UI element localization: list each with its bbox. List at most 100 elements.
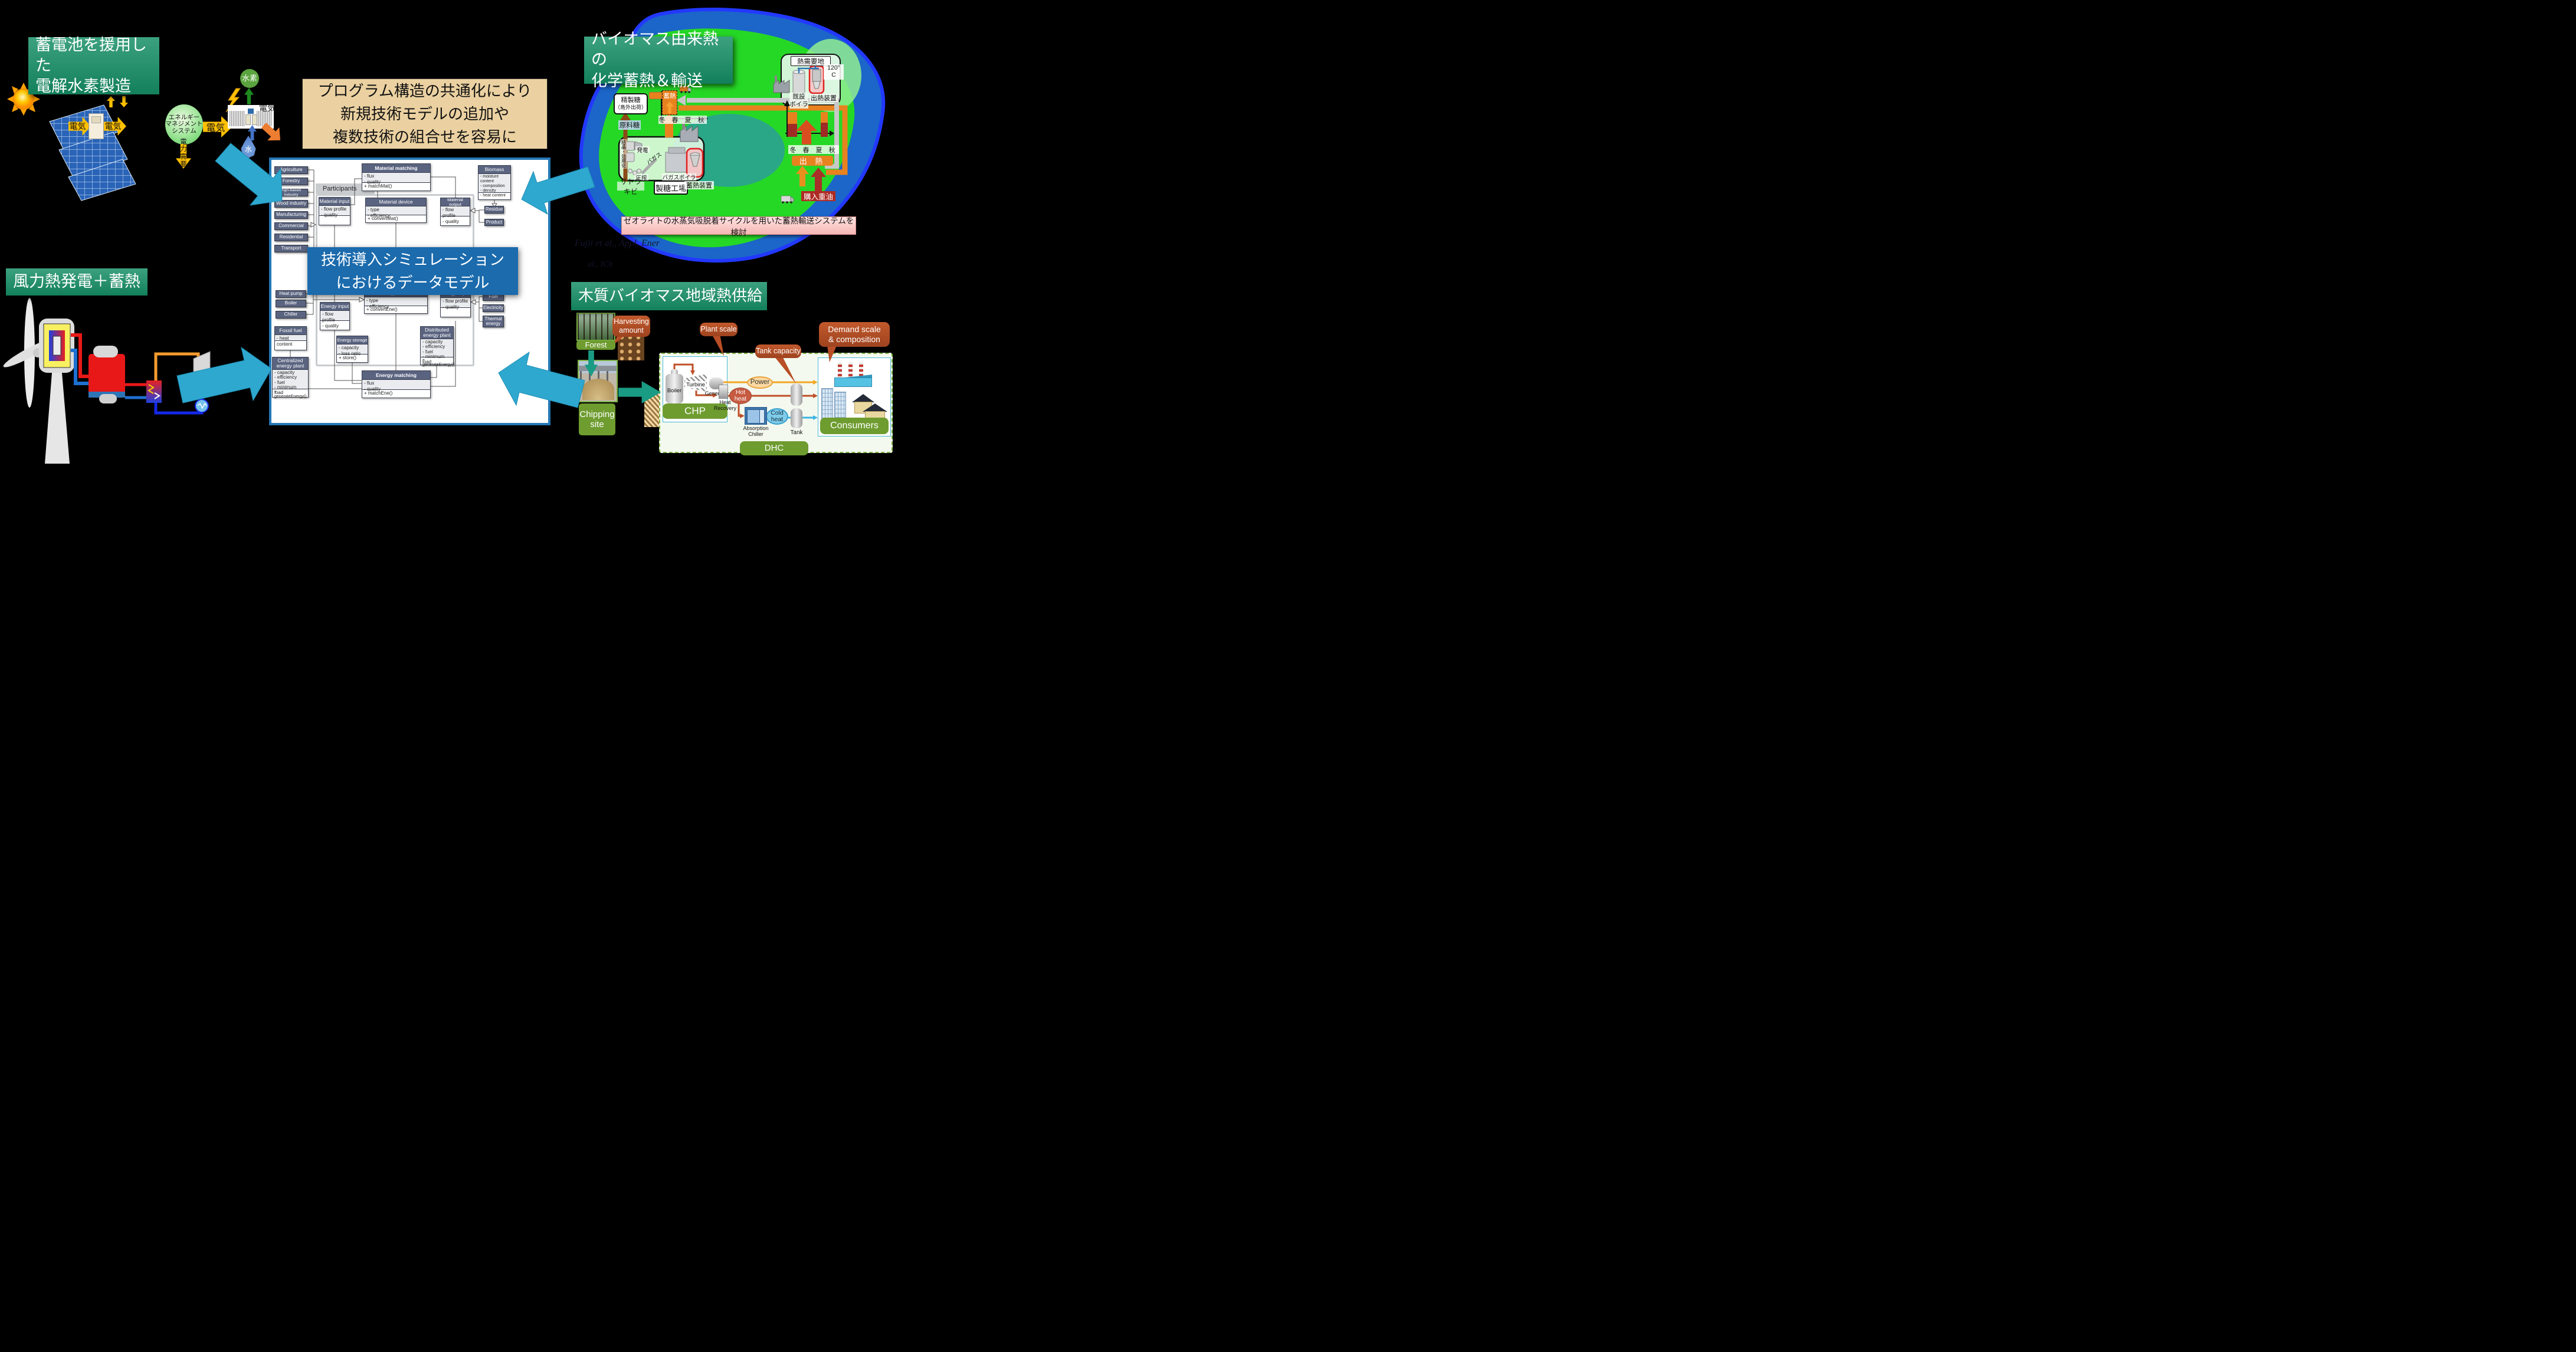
class-title: Material input (319, 198, 350, 205)
class-title: Energy input (320, 303, 349, 310)
sector-manufacturing: Manufacturing (274, 211, 308, 219)
forest-photo (576, 313, 615, 341)
sector-wood-industry: Wood industry (274, 200, 308, 208)
existing-boiler-l1: 既設 (792, 93, 805, 101)
header-wood-text: 木質バイオマス地域熱供給 (578, 287, 763, 305)
uml-class-residue: Residue (484, 206, 504, 214)
chipping-l2: site (590, 419, 604, 429)
note-line1: プログラム構造の共通化により (317, 81, 532, 100)
class-attrs: - flow profile- quality (441, 297, 470, 310)
logs-photo (618, 334, 644, 360)
tank-capacity-callout: Tank capacity (755, 344, 801, 358)
attr: - fuel (274, 379, 285, 385)
class-title: Energy storage (337, 336, 368, 344)
dhc-text: DHC (764, 443, 784, 454)
uml-class-thermal-energy: Thermal energy (483, 316, 504, 327)
attr: - capacity (274, 370, 295, 375)
uml-class-product: Product (484, 219, 504, 226)
class-attrs: - moisture content- composition- density… (479, 173, 510, 198)
class-attrs: - type- efficiency (366, 206, 426, 218)
class-attrs: - flux- quality (362, 379, 430, 392)
attr: - quality (321, 212, 338, 218)
heat-storage-label: 蓄熱 (663, 92, 676, 100)
electricity-arrow-2: 電気 (104, 117, 126, 136)
uml-class-material-device: Material device - type- efficiency + con… (365, 198, 427, 223)
attr: - type (366, 298, 379, 303)
bagasse-boiler-label: バガスボイラ (662, 173, 696, 181)
class-title: Material device (366, 198, 426, 206)
class-attrs: - heat content (275, 334, 306, 347)
uml-class-distributed-energy-plant: Distributed energy plant - capacity- eff… (420, 326, 454, 367)
attr: - heat content (277, 336, 293, 347)
hot-l1: Hot (735, 388, 746, 396)
wind-turbine-diagram (3, 298, 211, 464)
class-attrs: - flux- quality (362, 172, 430, 185)
temperature-label: 120°C (824, 64, 844, 80)
chipping-site-photo (578, 360, 618, 402)
ems-line2: マネジメント (165, 120, 203, 128)
header-chem-line1: バイオマス由来熱の (591, 30, 719, 69)
banner-line2: におけるデータモデル (336, 273, 490, 291)
existing-boiler-label: 既設ボイラ (789, 93, 808, 109)
refined-sugar-l1: 精製糖 (621, 97, 641, 104)
hydrogen-arrow (244, 88, 254, 104)
cyan-arrow-bottom-left (176, 346, 272, 403)
class-attrs: - type- efficiency (365, 297, 427, 309)
participants-label: Participants (323, 185, 357, 192)
demand-scale-l2: & composition (828, 334, 880, 344)
chp-label: CHP (663, 403, 727, 419)
harvester-icon (648, 91, 663, 100)
forest-label: Forest (576, 340, 615, 350)
cold-tank-icon (791, 408, 802, 428)
class-attrs: - flow profile- quality (320, 310, 349, 329)
attr: - flux (364, 173, 375, 179)
sugarcane-label: サトウキビ (617, 178, 644, 196)
consumers-label: Consumers (820, 418, 889, 434)
electricity-arrow-1: 電気 (68, 117, 91, 136)
plant-scale-callout: Plant scale (700, 323, 738, 336)
header-hydrogen-line2: 電解水素製造 (35, 77, 131, 96)
consumer-factory-icon (834, 362, 872, 387)
uml-class-electricity: Electricity (483, 304, 504, 312)
heat-recovery-icon (719, 385, 728, 399)
demand-line2: 需要 (180, 153, 187, 168)
uml-class-material-matching: Material matching - flux- quality + matc… (362, 163, 431, 191)
class-attrs: - flow profile- quality (441, 206, 470, 224)
device-chiller: Chiller (276, 311, 306, 319)
harvesting-l1: Harvesting (614, 317, 649, 326)
purchased-oil-label: 購入重油 (801, 191, 835, 201)
header-wood-biomass: 木質バイオマス地域熱供給 (571, 282, 767, 310)
class-method: + convertEne() (366, 307, 398, 312)
sector-residential: Residential (274, 234, 308, 241)
seasons-axis-right: 冬 春 夏 秋 (788, 145, 839, 154)
uml-class-material-input: Material input - flow profile- quality (319, 197, 350, 225)
attr: - efficiency (274, 375, 297, 380)
attr: - moisture content (480, 175, 499, 183)
consumer-building-icon (821, 388, 833, 420)
slide: 蓄電池を援用した 電解水素製造 バイオマス由来熱の 化学蓄熱＆輸送 風力熱発電＋… (0, 0, 925, 485)
boiler-label: Boiler (667, 388, 682, 394)
class-attrs: - capacity- efficiency- fuel- minimum lo… (273, 369, 308, 395)
power-gen-label: 発電 (635, 146, 650, 154)
sector-commercial: Commercial (274, 222, 308, 230)
discharge-arrow (120, 96, 128, 107)
storage-device-label: 蓄熱装置 (684, 181, 714, 189)
heat-recovery-l2: Recovery (713, 405, 736, 411)
hydrogen-label: 水素 (241, 74, 257, 83)
chp-text: CHP (684, 405, 706, 417)
uml-class-energy-storage: Energy storage - capacity- loss ratio + … (336, 336, 368, 363)
class-attrs: - capacity- loss ratio (337, 344, 368, 356)
class-title: Energy matching (362, 371, 430, 379)
device-heat-pump: Heat pump (276, 290, 306, 298)
class-attrs: - capacity- efficiency- fuel- minimum lo… (421, 339, 453, 364)
zeolite-note: ゼオライトの水蒸気吸脱着サイクルを用いた蓄熱輸送システムを検討 (621, 216, 856, 237)
hot-tank-icon (791, 383, 802, 406)
header-hydrogen-line1: 蓄電池を援用した (35, 35, 147, 74)
attr: - flow profile (321, 206, 347, 212)
attr: - capacity (339, 345, 359, 350)
sector-forestry: Forestry (274, 178, 308, 185)
